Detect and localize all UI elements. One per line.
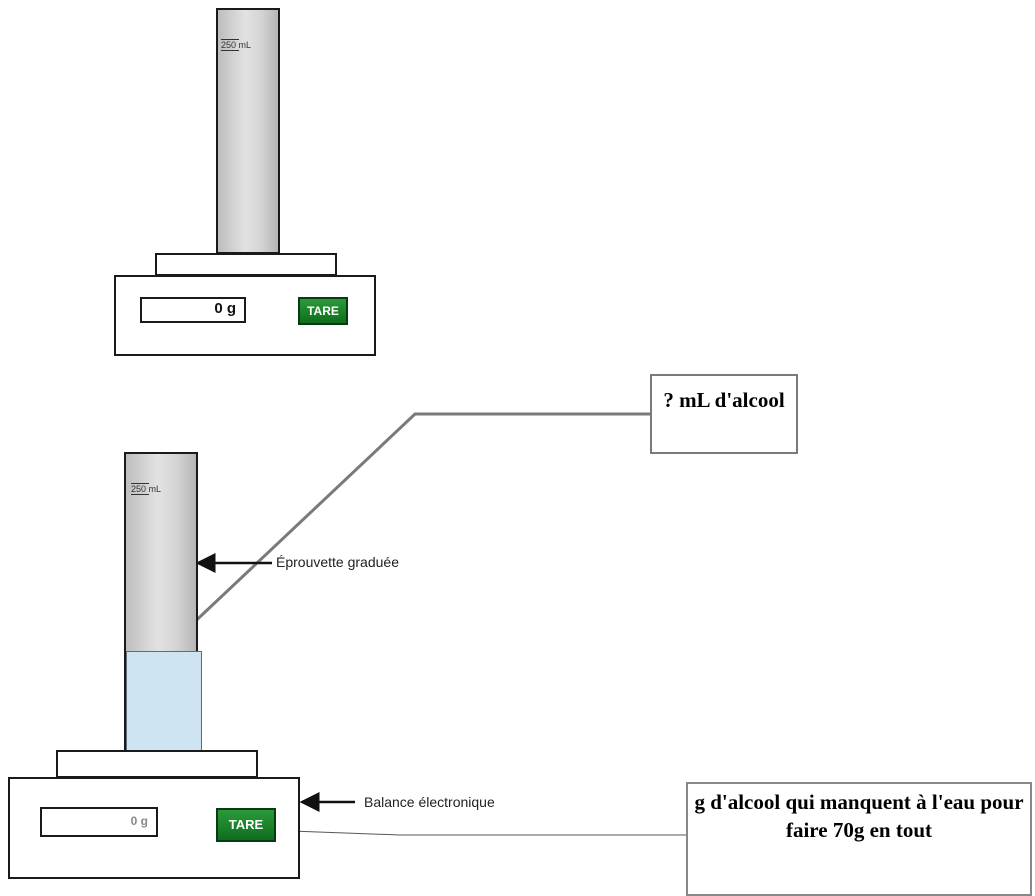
bottom-scale-display-value: 0 g <box>130 814 148 828</box>
volume-callout-line <box>184 412 650 632</box>
top-cylinder-volume-label: 250 mL <box>221 39 252 51</box>
top-scale-pan <box>155 253 337 276</box>
bottom-cylinder-volume-label: 250 mL <box>131 483 162 495</box>
bottom-scale-pan <box>56 750 258 778</box>
top-tare-button[interactable]: TARE <box>298 297 348 325</box>
mass-callout: g d'alcool qui manquent à l'eau pour fai… <box>686 782 1032 896</box>
cylinder-liquid <box>126 651 202 751</box>
cylinder-label: Éprouvette graduée <box>276 554 399 570</box>
bottom-scale-display: 0 g <box>40 807 158 837</box>
top-graduated-cylinder: 250 mL <box>216 8 280 254</box>
volume-callout: ? mL d'alcool <box>650 374 798 454</box>
top-scale-display: 0 g <box>140 297 246 323</box>
bottom-tare-button[interactable]: TARE <box>216 808 276 842</box>
scale-label: Balance électronique <box>364 794 495 810</box>
